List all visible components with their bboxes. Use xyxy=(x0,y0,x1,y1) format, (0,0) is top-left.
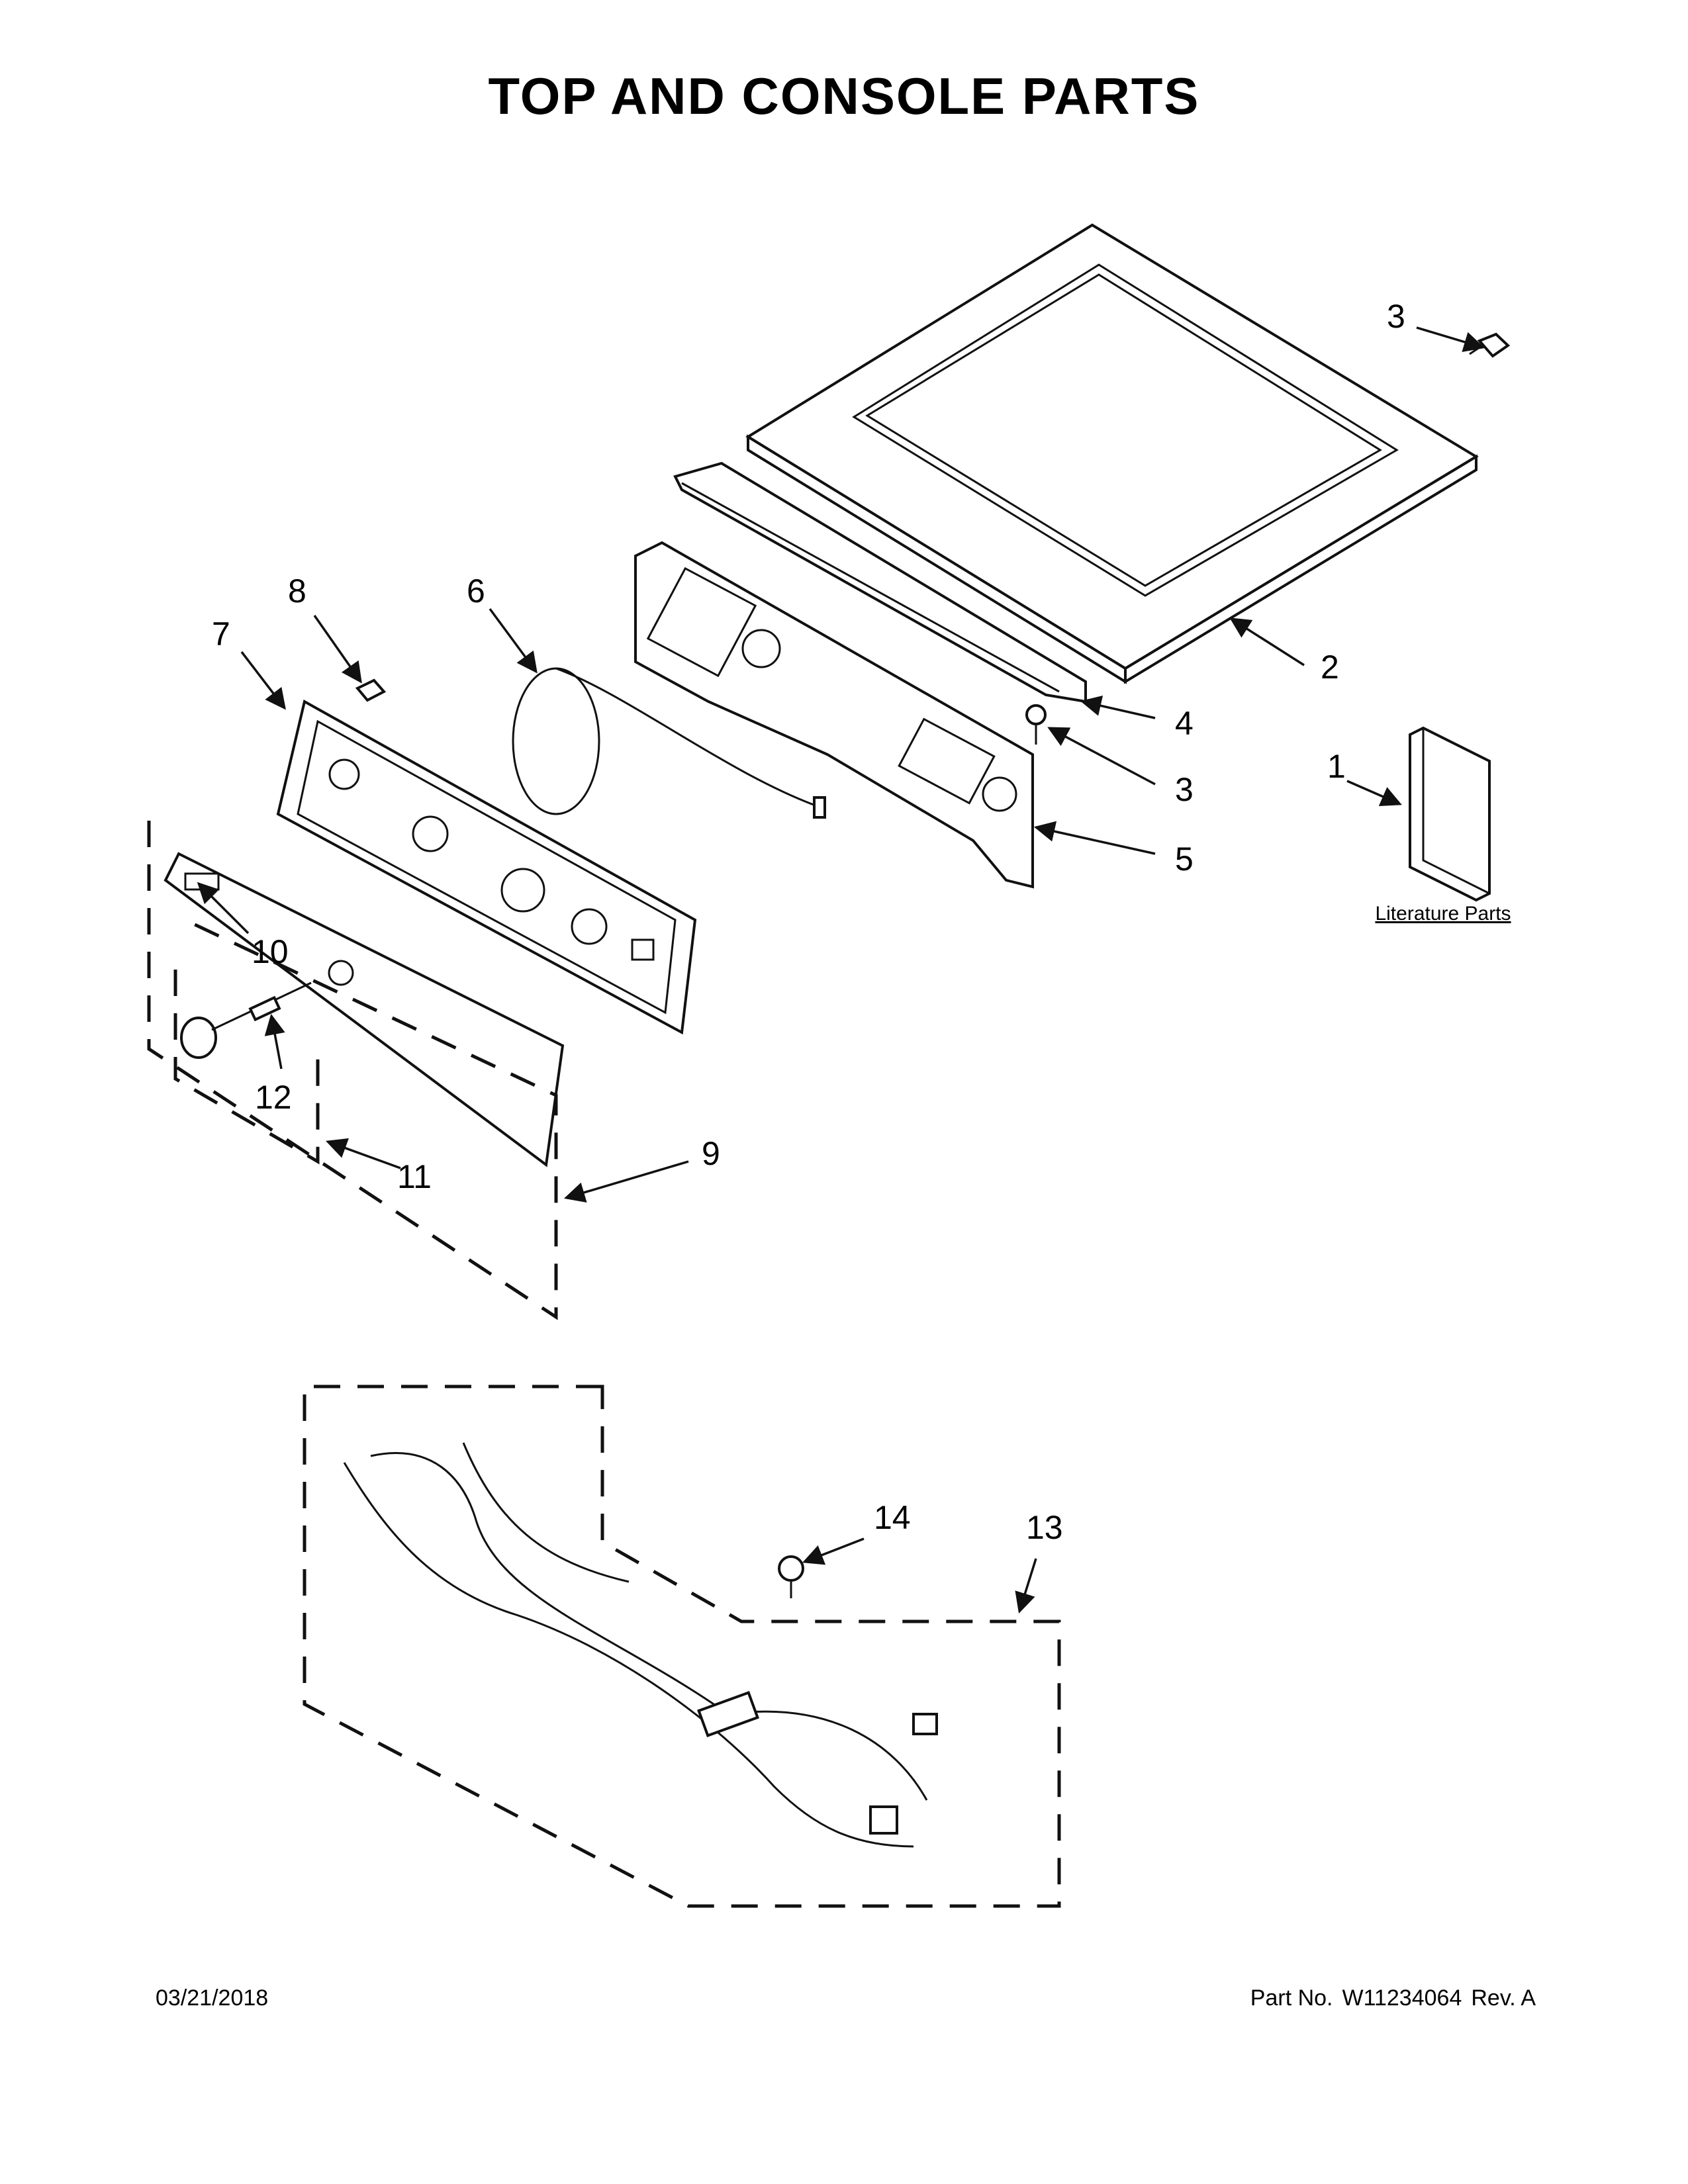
literature-parts-label: Literature Parts xyxy=(1375,903,1511,925)
page-title: TOP AND CONSOLE PARTS xyxy=(488,67,1200,125)
callout-6: 6 xyxy=(467,572,485,610)
callout-1: 1 xyxy=(1327,748,1346,785)
top-cover xyxy=(745,223,1479,684)
leader-3-top xyxy=(1416,326,1485,352)
overlay-assembly-box xyxy=(147,821,558,1320)
screw xyxy=(778,1555,804,1598)
leader-11 xyxy=(326,1138,401,1169)
screw xyxy=(1025,704,1047,745)
footer-part-number: Part No. W11234064 Rev. A xyxy=(1241,1985,1536,2011)
control-panel xyxy=(276,699,697,1035)
callout-11: 11 xyxy=(397,1158,432,1195)
leader-4 xyxy=(1080,695,1156,719)
leader-1 xyxy=(1346,780,1402,807)
callout-14: 14 xyxy=(874,1499,911,1536)
leader-14 xyxy=(802,1537,865,1565)
revision: Rev. A xyxy=(1471,1985,1536,2011)
part-no-value: W11234064 xyxy=(1342,1985,1462,2011)
main-wire-harness xyxy=(343,1442,938,1848)
console-back xyxy=(634,541,1034,889)
callout-10: 10 xyxy=(252,933,289,970)
callout-12: 12 xyxy=(255,1079,292,1116)
screw xyxy=(355,678,387,702)
callout-13: 13 xyxy=(1026,1509,1063,1546)
leader-13 xyxy=(1015,1558,1037,1614)
callout-4: 4 xyxy=(1175,705,1194,742)
leader-6 xyxy=(489,608,538,674)
part-no-label: Part No. xyxy=(1250,1985,1333,2011)
callout-3: 3 xyxy=(1175,771,1194,808)
leader-2 xyxy=(1229,617,1305,666)
console-wire-harness xyxy=(512,667,826,819)
main-harness-box xyxy=(303,1385,1061,1908)
callout-9: 9 xyxy=(702,1135,720,1172)
knob-assembly-box xyxy=(173,970,320,1165)
callout-7: 7 xyxy=(212,615,230,653)
callout-5: 5 xyxy=(1175,841,1194,878)
leader-7 xyxy=(240,651,286,710)
knob xyxy=(180,981,312,1059)
callout-3: 3 xyxy=(1387,298,1405,335)
callout-8: 8 xyxy=(288,572,306,610)
literature-book-icon xyxy=(1409,726,1491,902)
callout-2: 2 xyxy=(1321,649,1339,686)
leader-5 xyxy=(1033,821,1156,855)
leader-3-mid xyxy=(1047,727,1156,786)
footer-date: 03/21/2018 xyxy=(156,1985,269,2011)
leader-10 xyxy=(197,882,250,934)
leader-9 xyxy=(563,1160,689,1203)
leader-8 xyxy=(313,614,362,684)
leader-12 xyxy=(264,1013,285,1069)
